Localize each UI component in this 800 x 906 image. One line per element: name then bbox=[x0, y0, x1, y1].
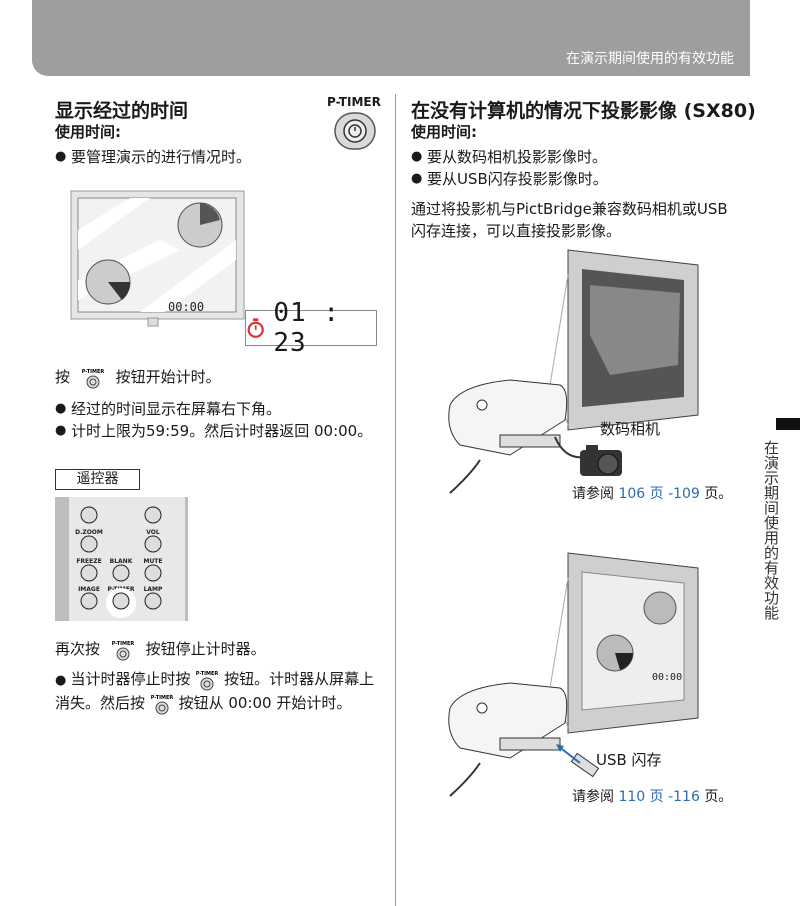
left-usage-label: 使用时间: bbox=[55, 123, 121, 141]
camera-label: 数码相机 bbox=[600, 420, 661, 438]
remote-label-mute: MUTE bbox=[143, 558, 162, 565]
screen-illustration: 00:00 bbox=[70, 190, 245, 327]
usb-screen-time: 00:00 bbox=[652, 672, 682, 683]
stopwatch-icon bbox=[247, 318, 264, 338]
camera-projection-illustration bbox=[448, 249, 699, 494]
screen-time: 00:00 bbox=[168, 300, 204, 314]
note2-b: 按钮。计时器从屏幕上消失。然后按 bbox=[55, 670, 375, 712]
remote-illustration: D.ZOOM VOL FREEZE BLANK MUTE IMAGE P-TIM… bbox=[55, 497, 188, 621]
ptimer-small-icon: P-TIMER bbox=[151, 695, 174, 714]
press-stop-post: 按钮停止计时器。 bbox=[145, 640, 266, 658]
right-usage-label: 使用时间: bbox=[411, 123, 477, 141]
right-description: 通过将投影机与PictBridge兼容数码相机或USB闪存连接，可以直接投影影像… bbox=[411, 200, 728, 240]
small-icon-label: P-TIMER bbox=[196, 671, 219, 677]
remote-label-freeze: FREEZE bbox=[76, 558, 101, 565]
small-icon-label: P-TIMER bbox=[82, 369, 105, 375]
usb-projection-illustration: 00:00 bbox=[448, 552, 699, 797]
remote-label: 遥控器 bbox=[55, 469, 140, 490]
press-start-text: 按 P-TIMER 按钮开始计时。 bbox=[55, 366, 221, 389]
list-item: 要从数码相机投影影像时。 bbox=[411, 146, 608, 168]
note2-c: 按钮从 00:00 开始计时。 bbox=[178, 694, 352, 712]
note2: ● 当计时器停止时按 P-TIMER 按钮。计时器从屏幕上消失。然后按 P-TI… bbox=[55, 668, 375, 715]
remote-label-dzoom: D.ZOOM bbox=[75, 529, 103, 536]
timer-value: 01 : 23 bbox=[273, 298, 340, 358]
press-stop-pre: 再次按 bbox=[55, 640, 101, 658]
ptimer-small-icon: P-TIMER bbox=[196, 671, 219, 690]
press-stop-text: 再次按 P-TIMER 按钮停止计时器。 bbox=[55, 638, 266, 661]
notes-list-1: 经过的时间显示在屏幕右下角。 计时上限为59:59。然后计时器返回 00:00。 bbox=[55, 398, 375, 442]
usb-ref-post: 页。 bbox=[704, 789, 733, 805]
side-tab-label: 在演示期间使用的有效功能 bbox=[762, 440, 780, 620]
remote-label-blank: BLANK bbox=[110, 558, 133, 565]
right-section-title: 在没有计算机的情况下投影影像 (SX80) bbox=[411, 100, 756, 122]
ptimer-small-icon: P-TIMER bbox=[112, 641, 135, 660]
camera-ref-pre: 请参阅 bbox=[572, 486, 614, 502]
camera-reference: 请参阅 106 页 -109 页。 bbox=[572, 483, 732, 503]
usb-reference: 请参阅 110 页 -116 页。 bbox=[572, 786, 732, 806]
usb-ref-pre: 请参阅 bbox=[572, 789, 614, 805]
right-usage-list: 要从数码相机投影影像时。 要从USB闪存投影影像时。 bbox=[411, 146, 608, 190]
press-start-post: 按钮开始计时。 bbox=[115, 368, 221, 386]
column-divider bbox=[395, 94, 396, 906]
list-item: 经过的时间显示在屏幕右下角。 bbox=[55, 398, 375, 420]
small-icon-label: P-TIMER bbox=[112, 641, 135, 647]
header-title: 在演示期间使用的有效功能 bbox=[566, 51, 734, 67]
list-item: 计时上限为59:59。然后计时器返回 00:00。 bbox=[55, 420, 375, 442]
ptimer-button-icon bbox=[334, 112, 376, 150]
usb-label: USB 闪存 bbox=[596, 751, 662, 769]
left-usage-list: 要管理演示的进行情况时。 bbox=[55, 146, 251, 168]
list-item: 要从USB闪存投影影像时。 bbox=[411, 168, 608, 190]
small-icon-label: P-TIMER bbox=[151, 695, 174, 701]
remote-label-vol: VOL bbox=[146, 529, 160, 536]
remote-label-image: IMAGE bbox=[78, 586, 100, 593]
ptimer-label: P-TIMER bbox=[327, 95, 381, 109]
left-section-title: 显示经过的时间 bbox=[55, 100, 189, 122]
timer-display: 01 : 23 bbox=[245, 298, 377, 358]
ptimer-small-icon: P-TIMER bbox=[82, 369, 105, 388]
camera-ref-pages: 106 页 -109 bbox=[618, 486, 700, 502]
side-tab-marker bbox=[776, 418, 800, 430]
list-item: 要管理演示的进行情况时。 bbox=[55, 146, 251, 168]
camera-ref-post: 页。 bbox=[704, 486, 733, 502]
note2-a: 当计时器停止时按 bbox=[70, 670, 191, 688]
usb-ref-pages: 110 页 -116 bbox=[618, 789, 700, 805]
press-start-pre: 按 bbox=[55, 368, 71, 386]
remote-label-lamp: LAMP bbox=[144, 586, 163, 593]
header-bar: 在演示期间使用的有效功能 bbox=[32, 0, 750, 76]
